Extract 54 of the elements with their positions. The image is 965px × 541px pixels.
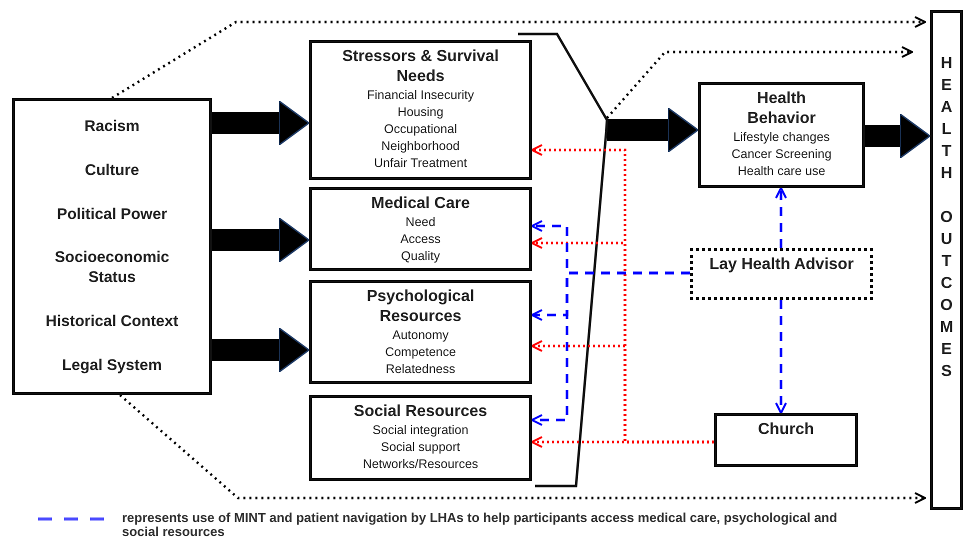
- arrow: [531, 272, 690, 426]
- arrow: [606, 46, 913, 119]
- box-item: Access: [400, 231, 441, 248]
- box-item: Quality: [401, 248, 440, 265]
- psychological-box: [309, 280, 532, 384]
- church-box: [714, 413, 858, 467]
- arrow: [775, 187, 787, 248]
- box-item: Relatedness: [386, 361, 456, 378]
- factors-box: [12, 98, 212, 395]
- factor-label: Culture: [84, 160, 140, 181]
- box-item: Social integration: [372, 422, 468, 439]
- bracket: [516, 32, 609, 134]
- box-item: Cancer Screening: [731, 146, 832, 163]
- block-arrow: [212, 100, 310, 146]
- stressors-box: [309, 40, 532, 180]
- factor-label: Legal System: [62, 356, 162, 376]
- box-item: Competence: [385, 344, 456, 361]
- box-heading: Stressors & Survival Needs: [341, 47, 500, 87]
- block-arrow: [212, 217, 310, 263]
- arrow: [111, 16, 926, 100]
- box-item: Unfair Treatment: [374, 155, 468, 172]
- box-item: Social support: [380, 439, 460, 456]
- health-behavior-box: [698, 82, 865, 188]
- medical-care-box: [309, 187, 532, 271]
- legend-text: represents use of MINT and patient navigation by LHAs to help participants access medical care, psychological and social resources: [122, 511, 838, 539]
- box-heading: Psychological Resources: [366, 287, 476, 327]
- box-item: Health care use: [738, 163, 826, 180]
- box-item: Housing: [398, 104, 444, 121]
- factor-label: Racism: [84, 116, 140, 137]
- vertical-title: HEALTH OUTCOMES: [938, 54, 954, 382]
- factor-label: Historical Context: [46, 312, 178, 332]
- box-item: Networks/Resources: [362, 456, 478, 473]
- box-heading: Health Behavior: [746, 89, 817, 129]
- health-outcomes-box: [930, 10, 963, 510]
- box-item: Autonomy: [392, 327, 449, 344]
- box-item: Lifestyle changes: [733, 129, 830, 146]
- box-item: Financial Insecurity: [367, 87, 474, 104]
- block-arrow: [212, 327, 310, 373]
- arrow: [531, 436, 714, 448]
- box-heading: Lay Health Advisor: [709, 255, 854, 275]
- arrow: [775, 300, 787, 414]
- block-arrow: [607, 107, 699, 153]
- box-item: Need: [406, 214, 436, 231]
- factor-label: Political Power: [56, 204, 168, 225]
- factor-label: Socioeconomic Status: [54, 248, 170, 288]
- box-heading: Medical Care: [371, 194, 470, 214]
- social-resources-box: [309, 395, 532, 481]
- box-item: Neighborhood: [381, 138, 460, 155]
- box-item: Occupational: [384, 121, 457, 138]
- arrow: [119, 394, 926, 504]
- box-heading: Church: [758, 420, 814, 440]
- block-arrow: [865, 113, 931, 159]
- lay-health-advisor-box: [690, 248, 873, 300]
- box-heading: Social Resources: [354, 402, 488, 422]
